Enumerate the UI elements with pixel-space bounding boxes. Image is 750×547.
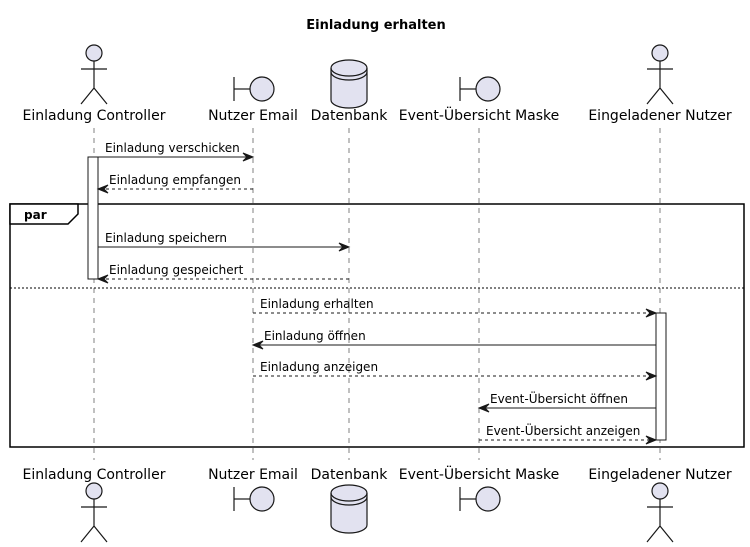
message-label: Einladung öffnen bbox=[264, 329, 366, 343]
message-label: Einladung erhalten bbox=[260, 297, 374, 311]
message-label: Einladung speichern bbox=[105, 231, 227, 245]
participant-mask: Event-Übersicht Maske bbox=[399, 76, 560, 124]
participant-label: Eingeladener Nutzer bbox=[588, 467, 732, 483]
message-2: Einladung empfangen bbox=[96, 173, 253, 194]
actor-body bbox=[80, 61, 108, 105]
boundary-circle bbox=[249, 486, 275, 512]
message-label: Einladung anzeigen bbox=[260, 360, 378, 374]
database-cylinder bbox=[330, 484, 368, 534]
arrow-head bbox=[477, 403, 490, 413]
actor-head bbox=[85, 482, 103, 500]
message-9: Event-Übersicht anzeigen bbox=[479, 422, 658, 445]
message-label: Einladung verschicken bbox=[105, 141, 240, 155]
arrow-head bbox=[645, 308, 658, 318]
database-rim bbox=[330, 492, 368, 502]
par-tab bbox=[9, 203, 79, 225]
arrow-head bbox=[251, 340, 264, 350]
participant-email: Nutzer Email bbox=[208, 467, 298, 512]
arrow-head bbox=[96, 274, 109, 284]
participants-bottom: Einladung Controller Nutzer Email Datenban… bbox=[23, 465, 732, 543]
participant-db: Datenbank bbox=[311, 467, 389, 534]
participant-mask: Event-Übersicht Maske bbox=[399, 465, 560, 512]
participant-label: Datenbank bbox=[311, 108, 389, 124]
diagram-title: Einladung erhalten bbox=[306, 18, 445, 33]
message-5: Einladung erhalten bbox=[253, 297, 658, 318]
database-rim bbox=[330, 496, 368, 506]
actor-head bbox=[651, 482, 669, 500]
participant-label: Eingeladener Nutzer bbox=[588, 108, 732, 124]
message-6: Einladung öffnen bbox=[251, 329, 656, 350]
arrow-head bbox=[338, 242, 351, 252]
participant-label: Event-Übersicht Maske bbox=[399, 465, 560, 483]
participant-label: Einladung Controller bbox=[23, 467, 166, 483]
message-7: Einladung anzeigen bbox=[253, 360, 658, 381]
boundary-circle bbox=[475, 486, 501, 512]
message-4: Einladung gespeichert bbox=[96, 263, 349, 284]
participant-email: Nutzer Email bbox=[208, 76, 298, 124]
activation-user bbox=[655, 312, 667, 441]
boundary-circle bbox=[249, 76, 275, 102]
par-label: par bbox=[24, 208, 47, 222]
participant-user: Eingeladener Nutzer bbox=[588, 467, 732, 543]
arrow-head bbox=[242, 152, 255, 162]
message-label: Einladung gespeichert bbox=[109, 263, 244, 277]
participant-user: Eingeladener Nutzer bbox=[588, 44, 732, 124]
message-8: Event-Übersicht öffnen bbox=[477, 390, 656, 413]
participant-label: Nutzer Email bbox=[208, 467, 298, 483]
message-1: Einladung verschicken bbox=[98, 141, 255, 162]
message-3: Einladung speichern bbox=[98, 231, 351, 252]
participant-label: Einladung Controller bbox=[23, 108, 166, 124]
arrow-head bbox=[645, 371, 658, 381]
par-fragment: par bbox=[9, 203, 745, 448]
database-rim bbox=[330, 67, 368, 77]
message-label: Event-Übersicht anzeigen bbox=[486, 422, 640, 438]
par-frame bbox=[9, 203, 745, 448]
participant-label: Event-Übersicht Maske bbox=[399, 106, 560, 124]
actor-body bbox=[80, 499, 108, 543]
database-rim bbox=[330, 71, 368, 81]
participant-controller: Einladung Controller bbox=[23, 44, 166, 124]
arrow-head bbox=[645, 435, 658, 445]
participants-top: Einladung Controller Nutzer Email Datenban… bbox=[23, 44, 732, 124]
participant-db: Datenbank bbox=[311, 59, 389, 124]
participant-label: Datenbank bbox=[311, 467, 389, 483]
message-label: Event-Übersicht öffnen bbox=[490, 390, 628, 406]
boundary-circle bbox=[475, 76, 501, 102]
participant-controller: Einladung Controller bbox=[23, 467, 166, 543]
activation-controller bbox=[87, 156, 99, 280]
actor-head bbox=[85, 44, 103, 62]
arrow-head bbox=[96, 184, 109, 194]
actor-body bbox=[646, 61, 674, 105]
participant-label: Nutzer Email bbox=[208, 108, 298, 124]
actor-body bbox=[646, 499, 674, 543]
database-cylinder bbox=[330, 59, 368, 109]
actor-head bbox=[651, 44, 669, 62]
message-label: Einladung empfangen bbox=[109, 173, 241, 187]
